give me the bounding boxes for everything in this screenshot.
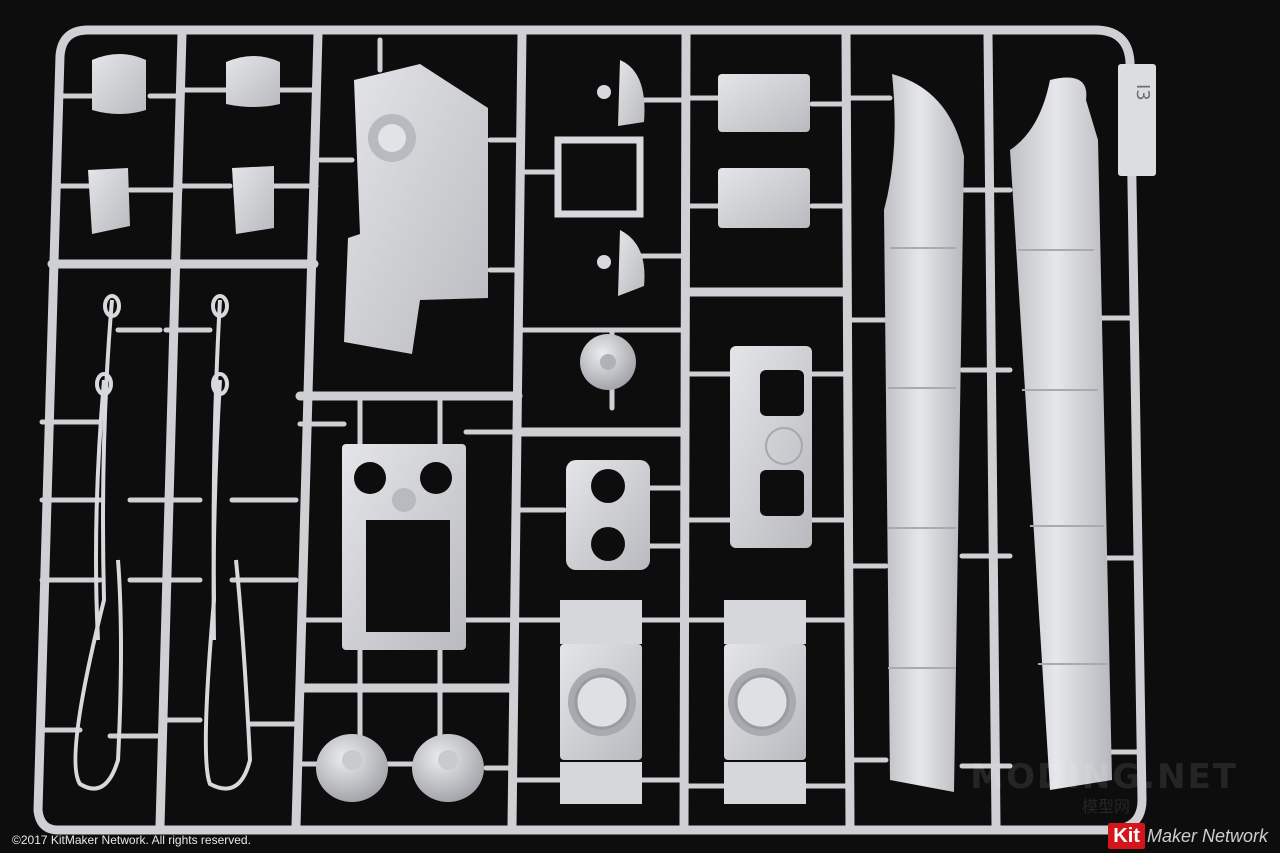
watermark-site: MODING.NET [970,757,1238,797]
part-engine-deck [342,444,466,650]
part-large-plate [344,64,488,354]
part-fan-grilles [560,600,806,804]
kitmaker-logo: Kit Maker Network [1108,823,1268,849]
sprue-frame [33,25,1147,835]
copyright-notice: ©2017 KitMaker Network. All rights reser… [12,833,251,847]
part-small-boxes [718,74,810,228]
part-long-fenders [884,74,1112,792]
part-tow-cables [73,294,253,791]
part-saddle-brackets [88,54,280,234]
kitmaker-logo-text: Maker Network [1146,825,1268,846]
watermark-site-cn: 模型网 [1081,797,1130,816]
part-hatch-plate [730,346,812,548]
part-twin-hole-hatch [566,460,650,570]
part-domes [316,734,484,802]
svg-text:I3: I3 [1132,84,1153,101]
kitmaker-logo-kit: Kit [1108,823,1145,849]
sprue-gates [39,37,1143,789]
part-periscope-frame [554,60,645,390]
sprue-letter-tab: I3 [1118,64,1156,176]
